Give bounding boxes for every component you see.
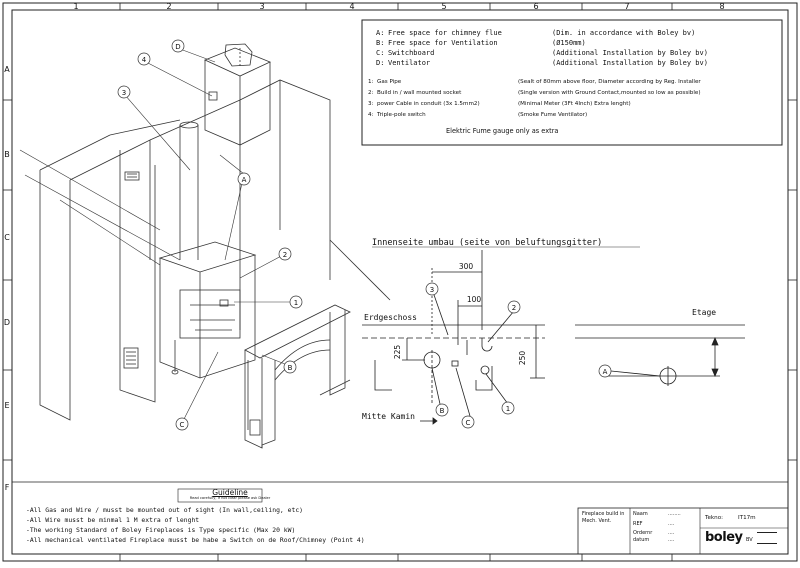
legend-b-key: B: xyxy=(376,39,385,47)
row-label-d: D xyxy=(4,318,10,327)
iso-marker-d: D xyxy=(175,43,180,51)
plan-dimensions: 300 100 225 250 xyxy=(393,262,527,365)
title-label-datum: datum xyxy=(633,537,650,543)
iso-marker-4: 4 xyxy=(142,56,147,64)
iso-marker-3: 3 xyxy=(122,89,126,97)
legend-d-label: Ventilator xyxy=(388,59,431,67)
guideline-title-frame xyxy=(177,488,263,503)
title-value-datum: .... xyxy=(668,537,675,543)
legend-a-key: A: xyxy=(376,29,385,37)
dim-225: 225 xyxy=(393,345,402,360)
iso-marker-c: C xyxy=(180,421,185,429)
title-block-frame xyxy=(577,507,789,555)
legend-2-label: Build in / wall mounted socket xyxy=(377,90,462,96)
inner-frame xyxy=(11,9,789,555)
title-block-grid xyxy=(629,508,788,554)
legend-c-label: Switchboard xyxy=(388,49,435,57)
plan-marker-1: 1 xyxy=(506,405,510,413)
plan-label-etage: Etage xyxy=(692,308,716,317)
column-label-8: 8 xyxy=(719,2,724,11)
plan-label-mitte-kamin: Mitte Kamin xyxy=(362,412,415,421)
legend-a-label: Free space for chimney flue xyxy=(388,29,502,37)
legend-d-note: (Additional Installation by Boley bv) xyxy=(552,59,708,67)
legend-1-key: 1: xyxy=(368,79,374,85)
iso-marker-1: 1 xyxy=(294,299,298,307)
plan-geometry xyxy=(362,250,745,425)
plan-callout-circles xyxy=(425,282,612,429)
title-tekno-label: Tekno: xyxy=(705,515,723,521)
column-label-3: 3 xyxy=(259,2,264,11)
iso-marker-a: A xyxy=(242,176,247,184)
legend-4-label: Triple-pole switch xyxy=(377,112,426,118)
dim-100: 100 xyxy=(467,295,482,304)
guideline-line-4: -All mechanical ventilated Fireplace mus… xyxy=(26,536,365,544)
legend-a-note: (Dim. in accordance with Boley bv) xyxy=(552,29,696,37)
plan-label-erdgeschoss: Erdgeschoss xyxy=(364,313,417,322)
title-label-ref: REF xyxy=(633,521,643,527)
row-label-f: F xyxy=(5,483,10,492)
row-label-b: B xyxy=(4,150,10,159)
legend-b-note: (Ø150mm) xyxy=(552,39,586,47)
dim-300: 300 xyxy=(459,262,474,271)
iso-callout-leaders xyxy=(124,48,296,424)
guideline-title: Guideline xyxy=(212,488,248,497)
column-label-7: 7 xyxy=(624,2,629,11)
brand-logo-suffix: BV xyxy=(746,537,753,543)
legend-2-note: (Single version with Ground Contact,moun… xyxy=(518,90,701,96)
legend-4-note: (Smoke Fume Ventilator) xyxy=(518,112,588,118)
title-value-ref: .... xyxy=(668,521,675,527)
brand-logo-mark xyxy=(757,532,777,544)
column-label-5: 5 xyxy=(441,2,446,11)
isometric-fireplace-drawing xyxy=(19,43,391,449)
title-desc-2: Mech. Vent. xyxy=(582,518,612,524)
column-label-6: 6 xyxy=(533,2,538,11)
legend-3-note: (Minimal Meter (3Ft 4Inch) Extra lenght) xyxy=(518,101,631,107)
legend-1-label: Gas Pipe xyxy=(377,79,402,85)
guideline-section: Guideline Read carefully, if not clear p… xyxy=(20,486,580,550)
legend-c-note: (Additional Installation by Boley bv) xyxy=(552,49,708,57)
row-label-e: E xyxy=(4,401,9,410)
legend-d-key: D: xyxy=(376,59,385,67)
guideline-line-2: -All Wire musst be minmal 1 M extra of l… xyxy=(26,516,200,524)
row-label-a: A xyxy=(4,65,10,74)
legend-frame xyxy=(361,19,783,146)
legend: A: Free space for chimney flue (Dim. in … xyxy=(362,20,782,145)
dim-250: 250 xyxy=(518,351,527,366)
row-label-c: C xyxy=(4,233,10,242)
legend-footer: Elektric Fume gauge only as extra xyxy=(446,127,559,135)
column-grid-ticks xyxy=(3,3,797,561)
title-tekno-value: IT17m xyxy=(738,515,756,521)
plan-marker-a-etage: A xyxy=(603,368,608,376)
column-label-4: 4 xyxy=(349,2,354,11)
iso-marker-2: 2 xyxy=(283,251,287,259)
column-label-2: 2 xyxy=(166,2,171,11)
plan-marker-2: 2 xyxy=(512,304,516,312)
plan-marker-b: B xyxy=(440,407,445,415)
guideline-line-1: -All Gas and Wire / musst be mounted out… xyxy=(26,506,304,514)
plan-marker-c: C xyxy=(466,419,471,427)
title-desc-1: Fireplace build in xyxy=(582,511,625,517)
legend-1-note: (Sealt of 80mm above floor, Diameter acc… xyxy=(518,79,701,85)
iso-callout-circles xyxy=(117,39,303,431)
legend-b-label: Free space for Ventilation xyxy=(388,39,498,47)
title-value-ordernr: .... xyxy=(668,530,675,536)
legend-4-key: 4: xyxy=(368,112,374,118)
plan-title: Innenseite umbau (seite von beluftungsgi… xyxy=(372,238,602,248)
legend-c-key: C: xyxy=(376,49,385,57)
title-label-naam: Naam xyxy=(633,511,648,517)
legend-2-key: 2: xyxy=(368,90,374,96)
legend-3-label: power Cable in conduit (3x 1.5mm2) xyxy=(377,101,480,107)
title-value-naam: ........ xyxy=(668,511,681,517)
legend-3-key: 3: xyxy=(368,101,374,107)
guideline-subtitle: Read carefully, if not clear please ask … xyxy=(189,496,271,500)
iso-marker-b: B xyxy=(288,364,293,372)
guideline-line-3: -The working Standard of Boley Fireplace… xyxy=(26,526,296,534)
column-label-1: 1 xyxy=(73,2,78,11)
title-label-ordernr: Ordernr xyxy=(633,530,653,536)
plan-marker-3: 3 xyxy=(430,286,434,294)
brand-logo: boley xyxy=(705,530,743,545)
